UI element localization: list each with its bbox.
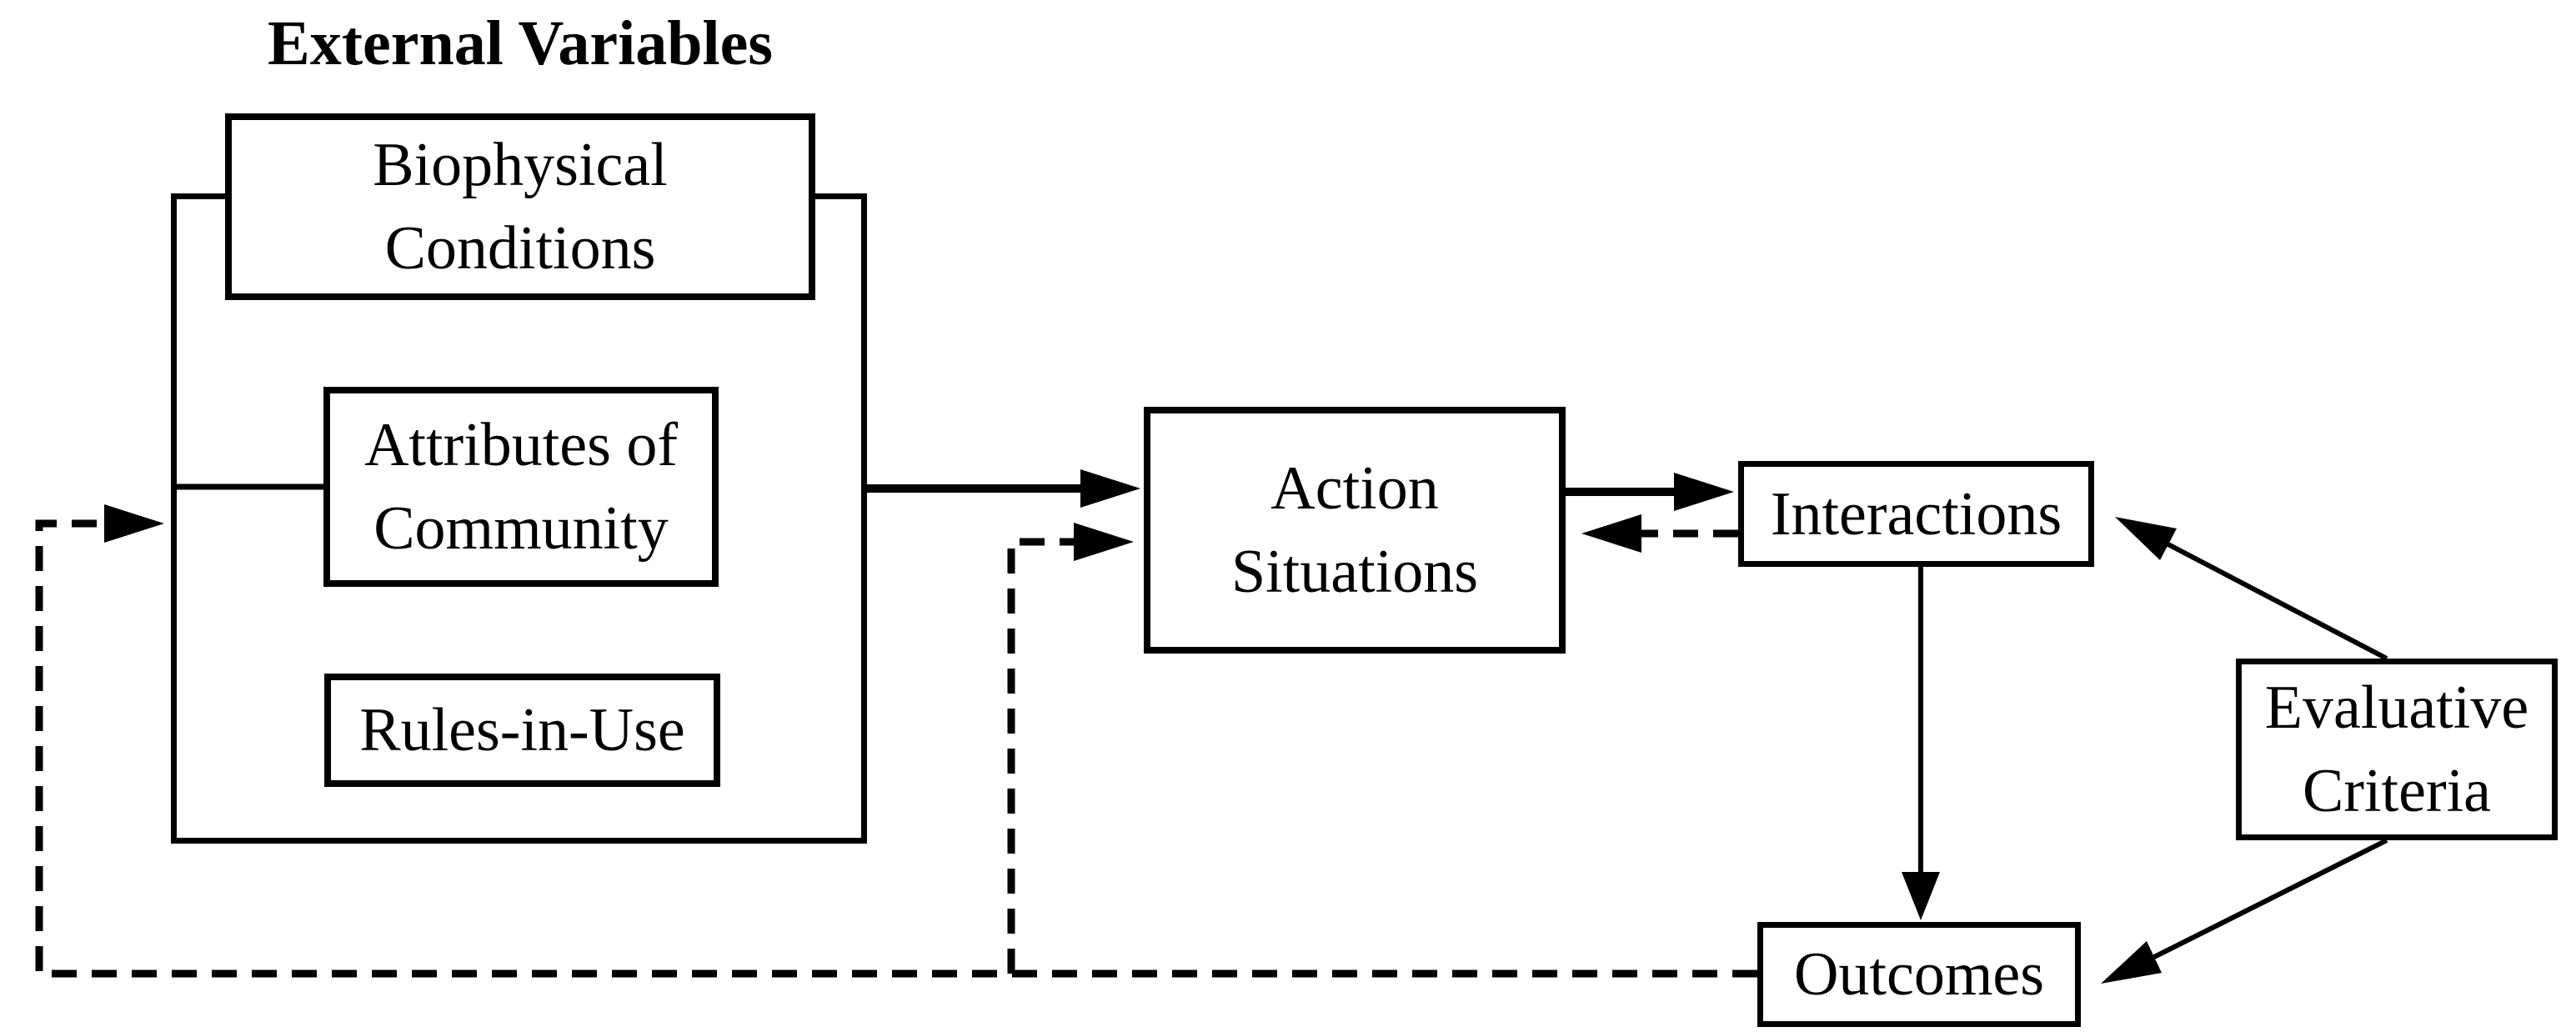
- diagram-title: External Variables: [268, 8, 773, 78]
- node-rules-in-use: Rules-in-Use: [324, 674, 720, 787]
- arrow-interactions-to-action: [1581, 514, 1738, 553]
- arrow-external-to-action: [867, 469, 1140, 508]
- attributes-label-line1: Attributes of: [363, 411, 679, 479]
- node-evaluative-criteria: Evaluative Criteria: [2236, 659, 2558, 840]
- biophysical-label-line1: Biophysical: [373, 131, 668, 199]
- arrow-evaluative-to-interactions: [2115, 517, 2388, 661]
- interactions-label: Interactions: [1770, 479, 2062, 549]
- biophysical-label-line2: Conditions: [384, 214, 656, 283]
- node-interactions: Interactions: [1738, 461, 2094, 567]
- arrow-interactions-to-outcomes: [1902, 567, 1940, 920]
- outcomes-label: Outcomes: [1793, 940, 2045, 1009]
- node-attributes-of-community: Attributes of Community: [323, 387, 719, 587]
- arrow-feedback-to-action: [1007, 523, 1134, 974]
- node-biophysical-conditions: Biophysical Conditions: [225, 113, 815, 300]
- arrow-evaluative-to-outcomes: [2101, 838, 2388, 984]
- node-outcomes: Outcomes: [1757, 922, 2081, 1027]
- evaluative-label-line1: Evaluative: [2264, 674, 2529, 742]
- action-label-line2: Situations: [1230, 538, 1479, 606]
- attributes-label-line2: Community: [373, 494, 669, 563]
- action-label-line1: Action: [1270, 454, 1439, 523]
- arrow-action-to-interactions: [1566, 473, 1734, 511]
- node-action-situations: Action Situations: [1144, 407, 1566, 654]
- arrow-outcomes-feedback-to-external: [35, 504, 1757, 978]
- evaluative-label-line2: Criteria: [2302, 757, 2491, 825]
- rules-label: Rules-in-Use: [359, 696, 685, 764]
